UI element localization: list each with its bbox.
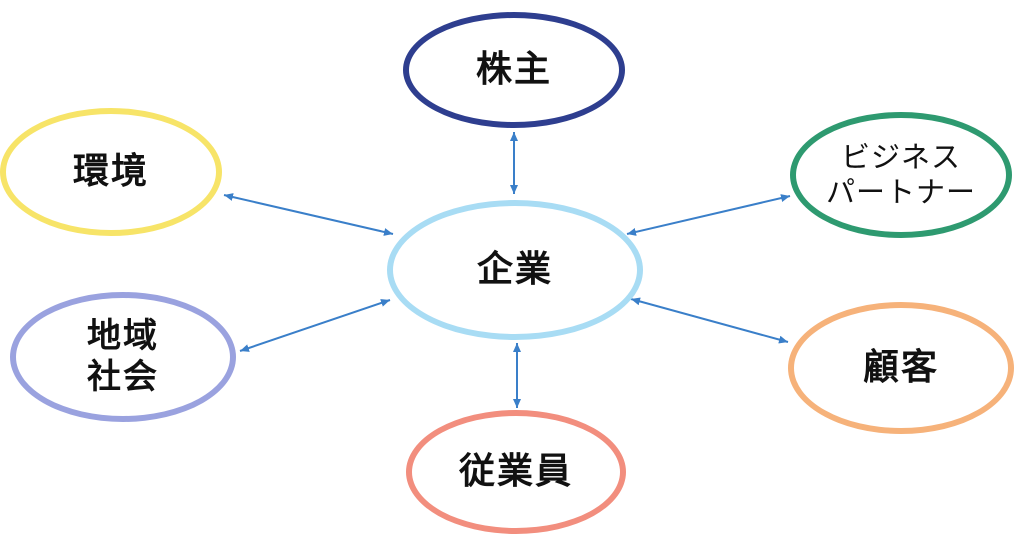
node-customers: 顧客 bbox=[788, 302, 1014, 434]
node-local-community: 地域 社会 bbox=[10, 292, 236, 422]
node-environment: 環境 bbox=[0, 108, 222, 236]
community-label-line2: 社会 bbox=[87, 357, 159, 397]
shareholders-label: 株主 bbox=[475, 49, 552, 91]
community-label-line1: 地域 bbox=[87, 316, 159, 357]
arrow-community bbox=[239, 299, 391, 352]
center-label: 企業 bbox=[476, 249, 553, 291]
partner-label-line1: ビジネス bbox=[840, 140, 961, 175]
node-business-partner: ビジネス パートナー bbox=[790, 112, 1012, 238]
arrow-partner bbox=[626, 194, 791, 236]
customers-label: 顧客 bbox=[862, 347, 939, 389]
employees-label: 従業員 bbox=[458, 451, 573, 493]
environment-label: 環境 bbox=[72, 151, 149, 193]
arrow-customer bbox=[630, 297, 789, 344]
node-employees: 従業員 bbox=[406, 410, 626, 534]
arrow-environment bbox=[223, 193, 394, 236]
node-shareholders: 株主 bbox=[403, 12, 625, 128]
partner-label-line2: パートナー bbox=[825, 175, 976, 209]
center-node-company: 企業 bbox=[387, 200, 643, 340]
